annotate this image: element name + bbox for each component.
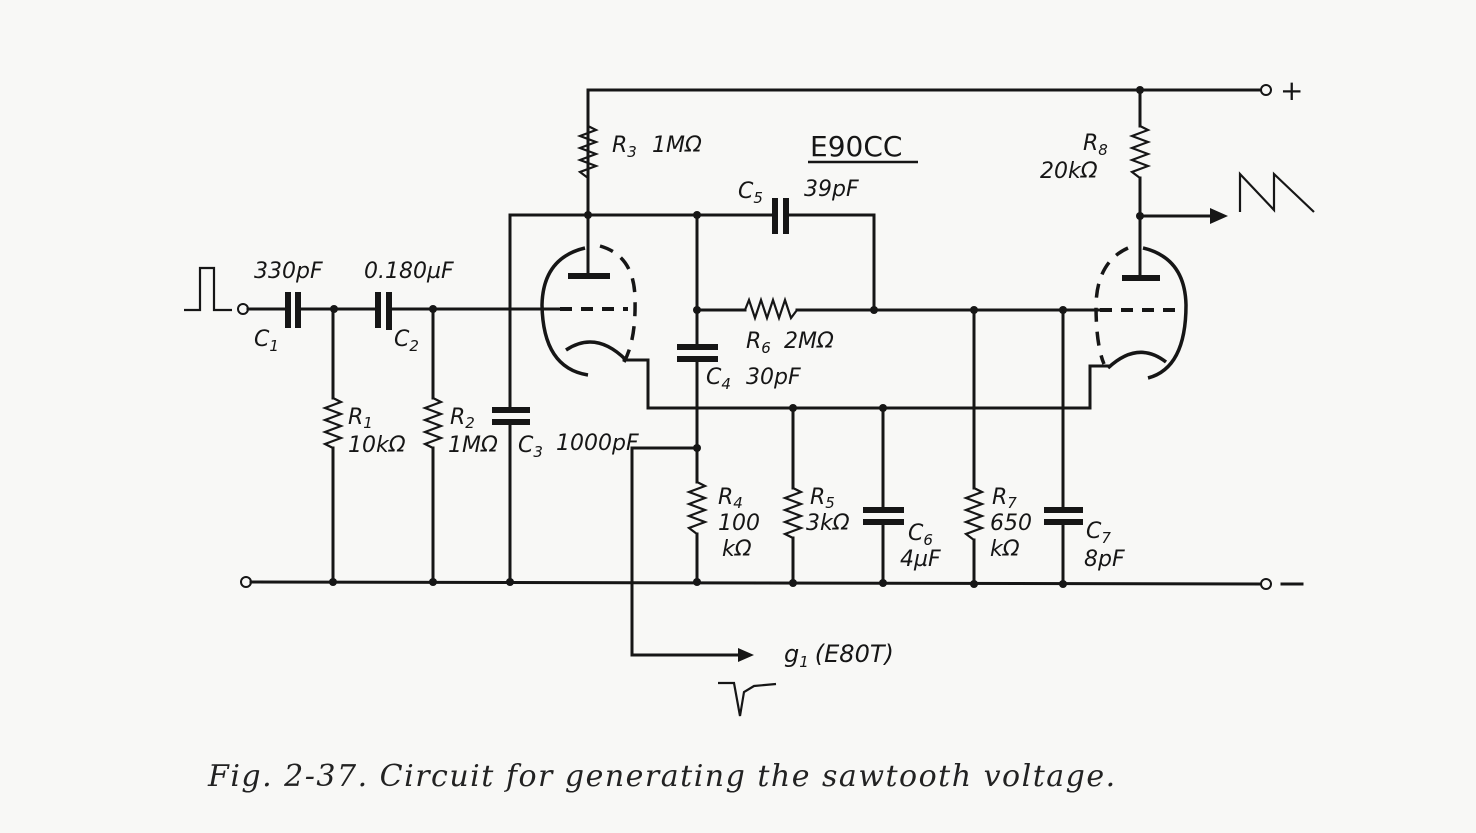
r4-value-1: 100 — [718, 511, 760, 536]
resistor-r4 — [685, 481, 709, 584]
resistor-r1 — [321, 307, 345, 584]
c6-value: 4µF — [900, 547, 941, 572]
positive-terminal — [1260, 84, 1272, 96]
capacitor-c3 — [492, 213, 590, 584]
resistor-r5 — [781, 406, 805, 585]
negative-rail — [240, 576, 1304, 590]
g1-output-lead — [630, 446, 742, 657]
r6-name: R6 — [746, 329, 771, 357]
c5-value: 39pF — [804, 177, 859, 202]
capacitor-c2 — [375, 292, 562, 330]
capacitor-c4 — [677, 344, 718, 484]
positive-sign: + — [1280, 74, 1303, 107]
input-pulse-waveform — [184, 266, 232, 312]
r2-value: 1MΩ — [448, 433, 498, 458]
cathode-bus — [646, 364, 1112, 410]
resistor-r6 — [695, 296, 1102, 322]
c2-name: C2 — [394, 327, 419, 355]
r1-value: 10kΩ — [348, 433, 406, 458]
c1-value: 330pF — [254, 259, 323, 284]
c1-name: C1 — [254, 327, 279, 355]
c3-name: C3 — [518, 433, 543, 461]
tube-right-triode — [1094, 246, 1188, 380]
r2-name: R2 — [450, 405, 475, 432]
resistor-r3 — [576, 88, 600, 272]
capacitor-c7 — [1044, 308, 1083, 586]
r5-name: R5 — [810, 485, 835, 512]
r4-value-2: kΩ — [722, 537, 752, 562]
sawtooth-output-waveform — [1238, 171, 1315, 213]
r8-value: 20kΩ — [1040, 159, 1098, 184]
c4-value: 30pF — [746, 365, 801, 390]
resistor-r7 — [962, 308, 986, 586]
negative-terminal — [1260, 578, 1272, 590]
g1-negative-pulse-waveform — [718, 681, 777, 717]
r4-name: R4 — [718, 485, 743, 512]
r8-name: R8 — [1083, 131, 1108, 159]
c6-name: C6 — [908, 521, 933, 549]
r3-name: R3 — [612, 133, 637, 161]
c5-name: C5 — [738, 179, 763, 207]
capacitor-c1 — [285, 292, 378, 328]
r6-value: 2MΩ — [784, 329, 834, 354]
resistor-r8 — [1128, 88, 1152, 274]
capacitor-c6 — [863, 406, 904, 585]
r1-name: R1 — [348, 405, 373, 432]
c4-name: C4 — [706, 365, 731, 393]
r7-name: R7 — [992, 485, 1017, 512]
g1-arrow-icon — [738, 648, 754, 662]
c2-value: 0.180µF — [364, 259, 454, 284]
capacitor-c5 — [772, 198, 876, 312]
r5-value: 3kΩ — [806, 511, 850, 536]
c7-value: 8pF — [1084, 547, 1125, 572]
tube-type-label: E90CC — [810, 130, 902, 163]
g1-target-label: g1(E80T) — [784, 640, 894, 671]
output-arrow-icon — [1210, 208, 1228, 224]
c7-name: C7 — [1086, 519, 1111, 547]
resistor-r2 — [421, 307, 445, 584]
tube-left-triode — [540, 244, 650, 410]
r7-value-2: kΩ — [990, 537, 1020, 562]
r3-value: 1MΩ — [652, 133, 702, 158]
r7-value-1: 650 — [990, 511, 1032, 536]
figure-caption: Fig. 2-37. Circuit for generating the sa… — [207, 759, 1117, 794]
c3-value: 1000pF — [556, 431, 639, 456]
